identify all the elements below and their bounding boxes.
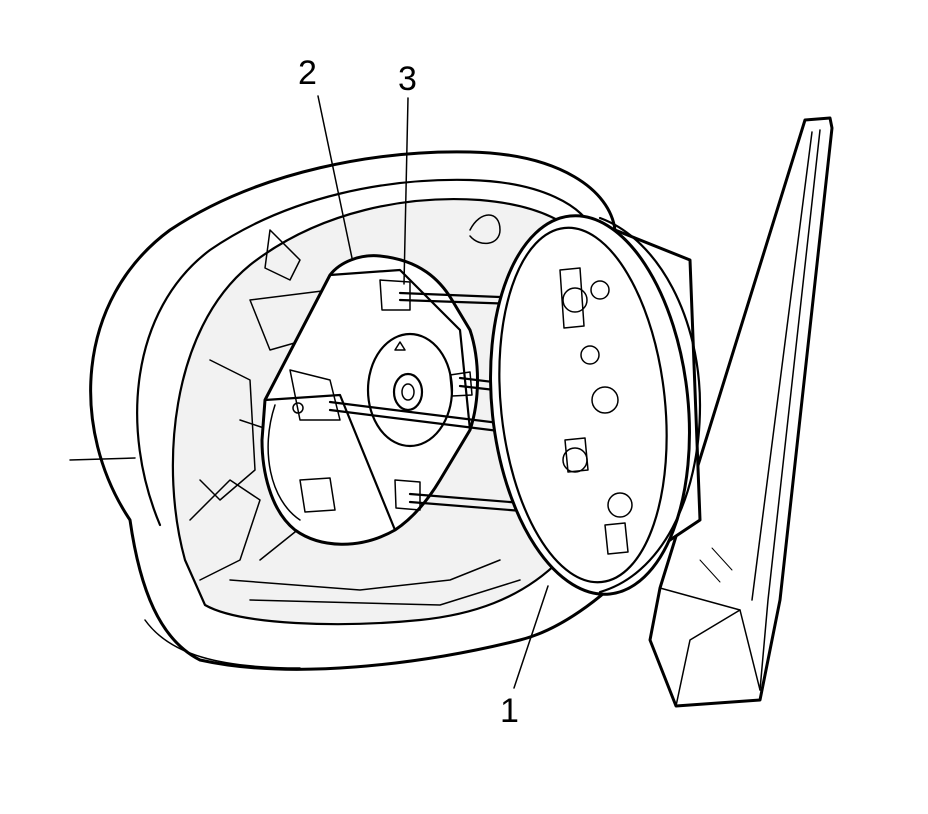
callout-3: 3 bbox=[398, 60, 417, 98]
leader-line-3 bbox=[403, 97, 409, 285]
callout-1: 1 bbox=[500, 692, 519, 730]
mirror-mount-bracket bbox=[648, 116, 834, 708]
leader-lines bbox=[317, 95, 549, 689]
mirror-glass-backing bbox=[489, 214, 702, 596]
mirror-actuator-motor bbox=[260, 254, 479, 546]
leader-line-1 bbox=[513, 585, 549, 689]
callout-2: 2 bbox=[298, 54, 317, 92]
leader-line-2 bbox=[317, 95, 353, 259]
